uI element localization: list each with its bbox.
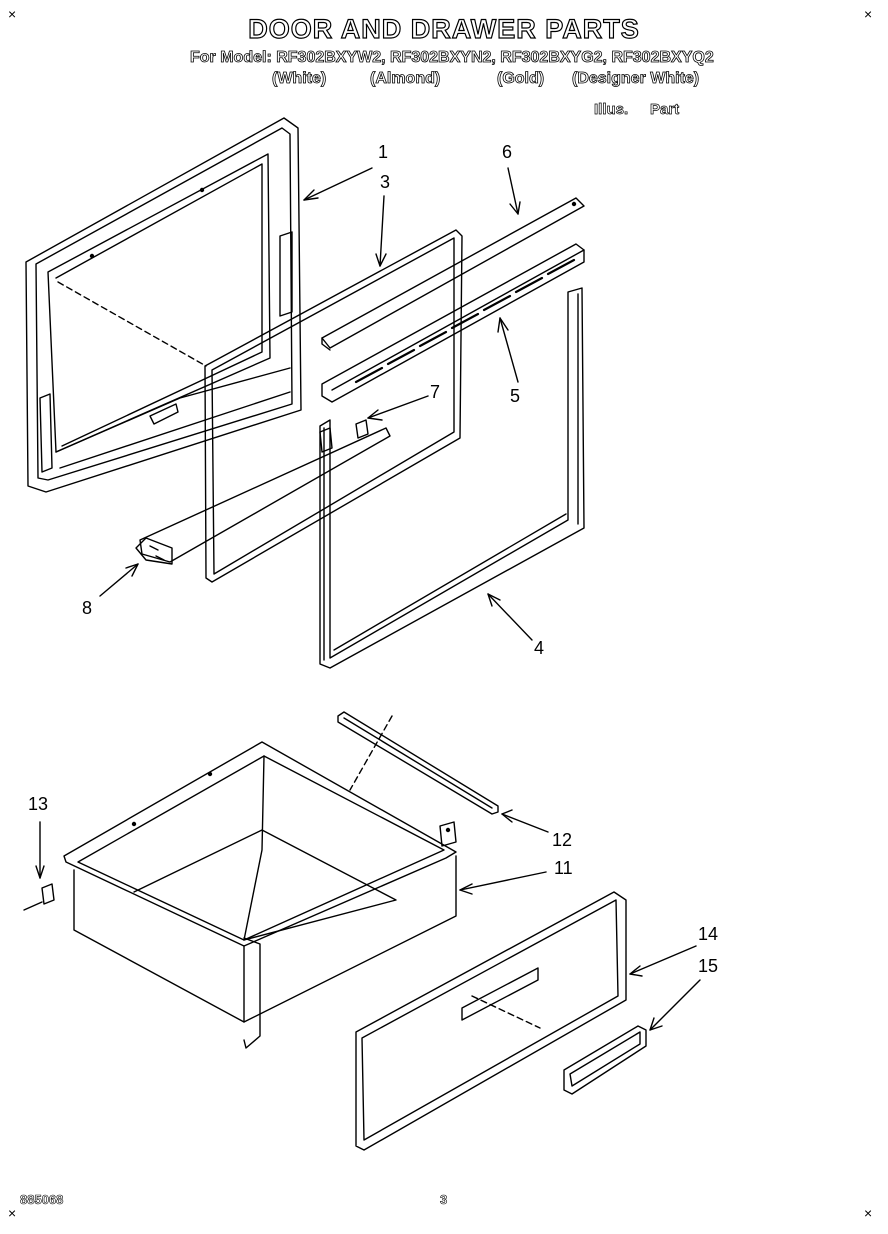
leader-lines	[35, 167, 701, 1031]
callout-13: 13	[28, 794, 49, 814]
callout-11: 11	[554, 858, 573, 878]
callout-5: 5	[510, 386, 521, 406]
corner-mark-bottom-left: ×	[8, 1205, 17, 1221]
page-number: 3	[440, 1192, 448, 1208]
part-8-hinge-bar	[135, 427, 391, 565]
part-14-drawer-front	[355, 891, 627, 1151]
model-list: For Model: RF302BXYW2, RF302BXYN2, RF302…	[190, 49, 715, 67]
variant-gold: (Gold)	[497, 70, 545, 88]
corner-mark-top-right: ×	[864, 6, 873, 22]
part-11-drawer-body	[63, 741, 457, 1049]
document-number: 885068	[20, 1192, 64, 1208]
callout-1: 1	[378, 142, 389, 162]
callout-7: 7	[430, 382, 441, 402]
column-header-illus: Illus.	[594, 101, 629, 119]
part-13-clip	[23, 883, 55, 911]
callout-3: 3	[380, 172, 391, 192]
part-1-door-frame	[25, 117, 302, 493]
callout-14: 14	[698, 924, 719, 944]
part-4-inner-frame	[319, 287, 585, 669]
variant-almond: (Almond)	[370, 70, 441, 88]
part-6-trim-upper	[321, 197, 585, 351]
corner-mark-top-left: ×	[8, 6, 17, 22]
alignment-lines	[57, 281, 541, 1029]
part-5-vent-trim	[321, 243, 585, 403]
corner-mark-bottom-right: ×	[864, 1205, 873, 1221]
variant-designer-white: (Designer White)	[572, 70, 700, 88]
callout-8: 8	[82, 598, 93, 618]
page-title: DOOR AND DRAWER PARTS	[248, 13, 640, 44]
callout-12: 12	[552, 830, 573, 850]
part-12-drawer-rail	[337, 711, 499, 815]
part-15-handle	[563, 1025, 647, 1095]
callout-6: 6	[502, 142, 513, 162]
callout-15: 15	[698, 956, 719, 976]
variant-white: (White)	[272, 70, 327, 88]
part-7-bracket	[319, 419, 369, 453]
column-header-part: Part	[650, 101, 680, 119]
callout-4: 4	[534, 638, 545, 658]
